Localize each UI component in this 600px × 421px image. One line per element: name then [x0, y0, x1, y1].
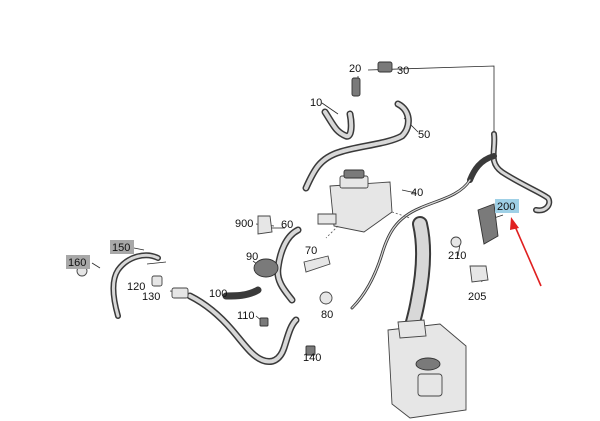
red-arrow-pointer: [510, 217, 542, 287]
expansion-tank: [317, 169, 393, 233]
label-10: 10: [310, 97, 322, 109]
small-parts: [76, 61, 499, 356]
label-900: 900: [235, 218, 253, 230]
label-150-highlight: [110, 240, 134, 254]
label-210: 210: [448, 250, 466, 262]
leader-lines: [91, 65, 504, 357]
label-130: 130: [142, 291, 160, 303]
label-200: 200: [497, 201, 515, 213]
label-160: 160: [68, 257, 86, 269]
washer-reservoir: [387, 319, 467, 419]
label-40: 40: [411, 187, 423, 199]
label-80: 80: [321, 309, 333, 321]
label-205: 205: [468, 291, 486, 303]
label-200-highlight: [495, 199, 519, 213]
dashed-lines: [325, 211, 411, 239]
label-110: 110: [237, 310, 255, 322]
label-140: 140: [303, 352, 321, 364]
label-120: 120: [127, 281, 145, 293]
label-160-highlight: [66, 255, 90, 269]
label-70: 70: [305, 245, 317, 257]
label-100: 100: [209, 288, 227, 300]
part-labels: 10 20 30 40 50 60 70 80 90 100 110 120 1…: [66, 63, 519, 364]
label-30: 30: [397, 65, 409, 77]
label-50: 50: [418, 129, 430, 141]
label-90: 90: [246, 251, 258, 263]
label-60: 60: [281, 219, 293, 231]
label-150: 150: [112, 242, 130, 254]
label-20: 20: [349, 63, 361, 75]
